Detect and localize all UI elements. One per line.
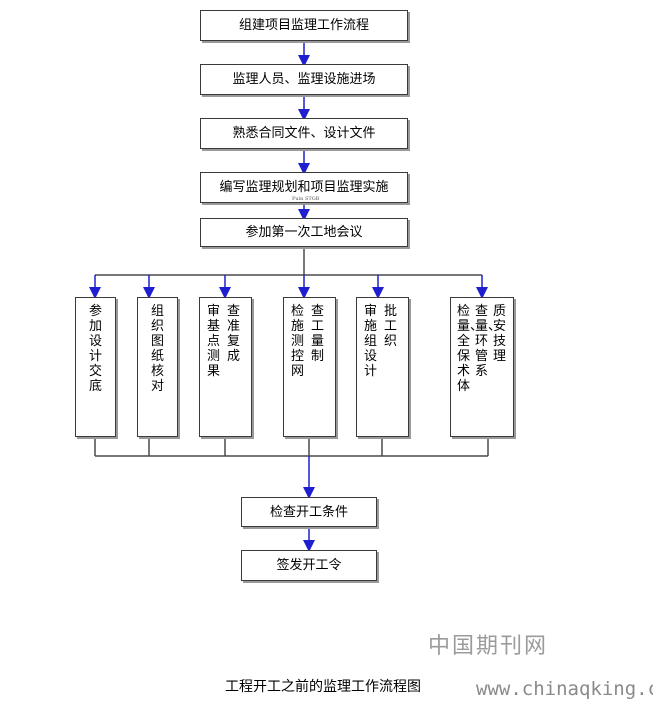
step-box-6: 检查开工条件 <box>241 497 377 527</box>
column-4: 检施测控网 查工量制 <box>283 297 336 437</box>
step-4-label: 编写监理规划和项目监理实施 <box>219 180 389 195</box>
column-2: 组织图纸核对 <box>137 297 178 437</box>
step-box-3: 熟悉合同文件、设计文件 <box>200 118 408 149</box>
column-3-line-2: 查准复成 <box>227 304 241 364</box>
step-4-note: Puin STGB <box>292 196 320 202</box>
step-box-5: 参加第一次工地会议 <box>200 218 408 247</box>
column-5-line-1: 审施组设计 <box>364 304 378 379</box>
step-box-1: 组建项目监理工作流程 <box>200 10 408 41</box>
column-5: 审施组设计 批工织 <box>356 297 409 437</box>
column-5-line-2: 批工织 <box>384 304 398 349</box>
column-6-line-1: 检量、全保术体 <box>457 304 484 394</box>
column-2-line-1: 组织图纸核对 <box>151 304 165 394</box>
watermark-chinese: 中国期刊网 <box>428 634 549 659</box>
column-6-line-3: 质安技理 <box>493 304 507 364</box>
column-1: 参加设计交底 <box>75 297 116 437</box>
step-box-4: 编写监理规划和项目监理实施 <box>200 172 408 203</box>
column-6: 检量、全保术体 查量、环管系 质安技理 <box>450 297 514 437</box>
column-4-line-2: 查工量制 <box>311 304 325 364</box>
column-6-line-2: 查量、环管系 <box>475 304 502 379</box>
step-box-2: 监理人员、监理设施进场 <box>200 64 408 95</box>
column-4-line-1: 检施测控网 <box>291 304 305 379</box>
figure-caption: 工程开工之前的监理工作流程图 <box>225 679 421 695</box>
step-box-7: 签发开工令 <box>241 550 377 581</box>
column-1-line-1: 参加设计交底 <box>89 304 103 394</box>
column-3-line-1: 审基点测果 <box>207 304 221 379</box>
column-3: 审基点测果 查准复成 <box>199 297 252 437</box>
watermark-url: www.chinaqking.com <box>476 678 653 700</box>
